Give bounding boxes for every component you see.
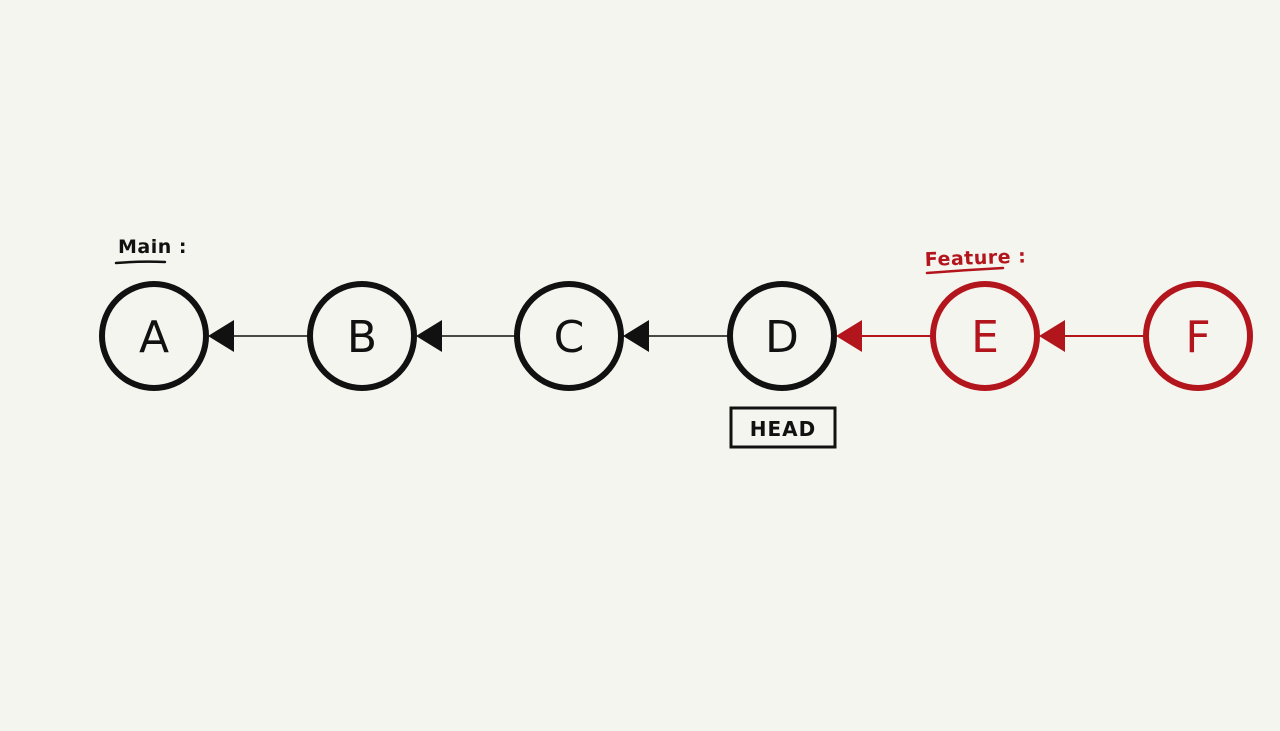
commit-node-B: B (307, 281, 417, 391)
commit-node-D: D (727, 281, 837, 391)
commit-circle-C (514, 281, 624, 391)
commit-node-A: A (99, 281, 209, 391)
commit-label-B: B (347, 312, 377, 363)
commit-circle-F (1143, 281, 1253, 391)
feature-branch-label: Feature : (924, 245, 1026, 271)
commit-label-F: F (1185, 312, 1210, 363)
commit-circle-A (99, 281, 209, 391)
edge-arrowhead-E-D (836, 320, 862, 352)
feature-branch-underline (925, 266, 1005, 275)
feature-branch-label-group: Feature : (924, 245, 1027, 275)
commit-node-F: F (1143, 281, 1253, 391)
commit-label-E: E (971, 312, 999, 363)
commit-circle-E (930, 281, 1040, 391)
commit-label-C: C (554, 312, 585, 363)
edges-layer (208, 320, 1146, 352)
edge-arrowhead-F-E (1039, 320, 1065, 352)
commit-label-A: A (139, 312, 169, 363)
main-branch-underline (114, 260, 167, 265)
commit-node-C: C (514, 281, 624, 391)
commit-circle-D (727, 281, 837, 391)
edge-arrowhead-D-C (623, 320, 649, 352)
nodes-layer: A B C D E F (99, 281, 1253, 391)
head-label: HEAD (750, 417, 816, 441)
edge-arrowhead-C-B (416, 320, 442, 352)
head-box (729, 406, 837, 449)
main-branch-label: Main : (118, 236, 187, 258)
head-pointer: HEAD (729, 406, 837, 449)
commit-node-E: E (930, 281, 1040, 391)
commit-circle-B (307, 281, 417, 391)
main-branch-label-group: Main : (114, 236, 187, 265)
commit-label-D: D (765, 312, 799, 363)
edge-arrowhead-B-A (208, 320, 234, 352)
